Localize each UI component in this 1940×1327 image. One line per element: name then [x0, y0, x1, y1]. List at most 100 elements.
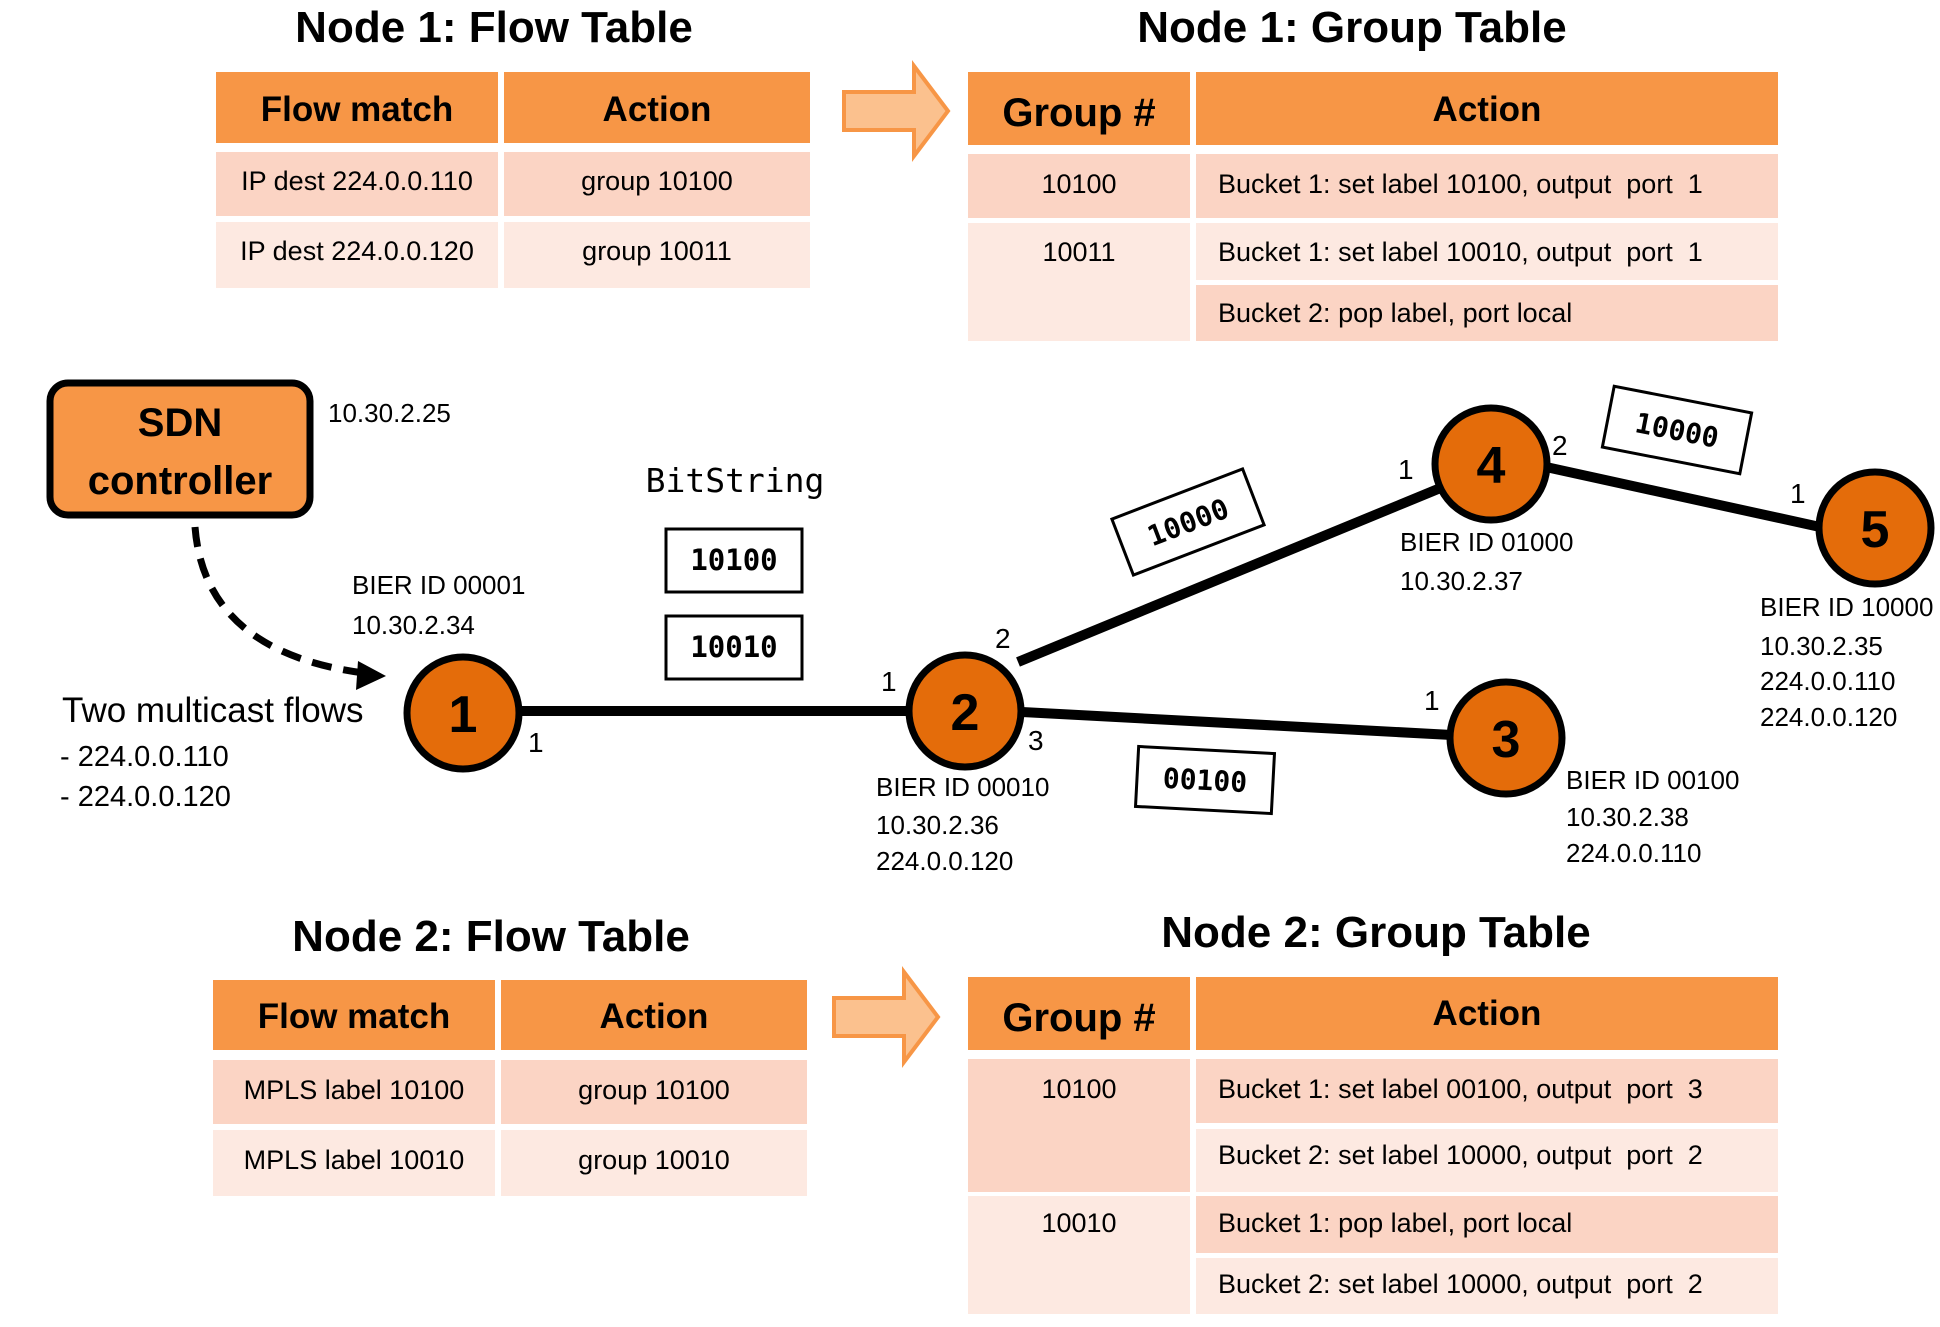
port-node5-1: 1	[1790, 478, 1806, 509]
multicast-flows-title: Two multicast flows	[62, 691, 363, 730]
sdn-controller-line2: controller	[88, 459, 272, 503]
node1-flow-table-title: Node 1: Flow Table	[295, 3, 693, 52]
node1-group-table: Node 1: Group Table Group # Action 10100…	[968, 3, 1778, 341]
node-5-info: BIER ID 10000 10.30.2.35 224.0.0.110 224…	[1760, 592, 1933, 732]
node2-flow-table-title: Node 2: Flow Table	[292, 912, 690, 961]
node-2-bier-id: BIER ID 00010	[876, 772, 1049, 802]
node1-group-header-action-cell	[1196, 72, 1778, 145]
node2-group-header-id-cell	[968, 977, 1190, 1050]
node-4-bier-id: BIER ID 01000	[1400, 527, 1573, 557]
node-1-bier-id: BIER ID 00001	[352, 570, 525, 600]
port-node2-2: 2	[995, 623, 1011, 654]
node2-flow-row2-match: MPLS label 10010	[244, 1145, 465, 1175]
node1-table-link-arrow	[842, 60, 951, 162]
node2-flow-row2-action-cell	[501, 1130, 807, 1196]
node1-flow-header-match-cell	[216, 72, 498, 143]
node2-group-row2-bucket2-cell	[1196, 1258, 1778, 1314]
label-box-node2-node3-frame	[1133, 744, 1277, 816]
node-1-ip: 10.30.2.34	[352, 610, 475, 640]
bitstring-label: BitString	[646, 461, 825, 500]
node1-group-header-action: Action	[1433, 90, 1542, 129]
node-1-info: BIER ID 00001 10.30.2.34	[352, 570, 525, 640]
node-3-bier-id: BIER ID 00100	[1566, 765, 1739, 795]
sdn-controller-line1: SDN	[138, 401, 222, 445]
link-node2-node3	[1021, 707, 1453, 740]
node-5-label: 5	[1861, 501, 1890, 559]
node-3-info: BIER ID 00100 10.30.2.38 224.0.0.110	[1566, 765, 1739, 868]
node1-group-row2-bucket2-cell	[1196, 285, 1778, 341]
node2-flow-table: Node 2: Flow Table Flow match Action MPL…	[213, 912, 807, 1196]
node1-group-row2-bucket1-cell	[1196, 223, 1778, 280]
node2-group-header-action: Action	[1433, 994, 1542, 1033]
node-5-ip: 10.30.2.35	[1760, 631, 1883, 661]
node1-group-10011-bucket1: Bucket 1: set label 10010, output port 1	[1218, 237, 1703, 267]
node1-group-header-id: Group #	[1002, 91, 1155, 135]
sdn-controller-box	[46, 379, 314, 519]
node1-flow-row2-match-cell	[216, 222, 498, 288]
port-node4-1: 1	[1398, 454, 1414, 485]
node1-group-10100-id: 10100	[1041, 169, 1116, 199]
link-node4-node5	[1544, 462, 1822, 532]
node2-flow-row2-match-cell	[213, 1130, 495, 1196]
multicast-flow-2: - 224.0.0.120	[60, 781, 231, 813]
node-4-ip: 10.30.2.37	[1400, 566, 1523, 596]
node2-group-row1-bucket1-cell	[1196, 1059, 1778, 1123]
node2-group-table: Node 2: Group Table Group # Action 10100…	[968, 908, 1778, 1314]
node2-group-header-action-cell	[1196, 977, 1778, 1050]
node1-flow-row2-action-cell	[504, 222, 810, 288]
node2-group-row1-id-cell	[968, 1059, 1190, 1192]
controller-to-node1-arrow	[191, 526, 373, 678]
node-5-group-1: 224.0.0.110	[1760, 666, 1895, 696]
node2-flow-header-action: Action	[600, 997, 709, 1036]
node-3: 3	[1446, 678, 1566, 798]
node-3-group: 224.0.0.110	[1566, 838, 1701, 868]
node2-flow-row1-action: group 10100	[578, 1075, 730, 1105]
node-5-circle	[1815, 468, 1935, 588]
node2-group-10010-id: 10010	[1041, 1208, 1116, 1238]
node-5: 5	[1815, 468, 1935, 588]
node1-flow-header-match: Flow match	[261, 90, 454, 129]
node1-flow-table: Node 1: Flow Table Flow match Action IP …	[216, 3, 810, 288]
node-2-ip: 10.30.2.36	[876, 810, 999, 840]
node-2-group: 224.0.0.120	[876, 846, 1013, 876]
node2-group-row2-id-cell	[968, 1196, 1190, 1314]
node-2-info: BIER ID 00010 10.30.2.36 224.0.0.120	[876, 772, 1049, 876]
bitstring-box-2	[664, 614, 804, 681]
node2-group-10010-bucket2: Bucket 2: set label 10000, output port 2	[1218, 1269, 1703, 1299]
node2-flow-row1-match-cell	[213, 1060, 495, 1124]
node-4-info: BIER ID 01000 10.30.2.37	[1400, 527, 1573, 596]
node1-flow-row1-match: IP dest 224.0.0.110	[241, 166, 473, 196]
node2-flow-header-action-cell	[501, 980, 807, 1050]
link-node2-node4	[1016, 484, 1440, 667]
label-node2-node3: 00100	[1162, 762, 1248, 799]
node1-flow-header-action: Action	[603, 90, 712, 129]
node1-flow-row1-match-cell	[216, 152, 498, 216]
label-box-node4-node5-frame	[1600, 384, 1754, 476]
node-4: 4	[1431, 404, 1551, 524]
multicast-flow-1: - 224.0.0.110	[60, 741, 229, 773]
node2-flow-header-match: Flow match	[258, 997, 451, 1036]
port-node1-1: 1	[528, 727, 544, 758]
node2-group-table-title: Node 2: Group Table	[1161, 908, 1590, 957]
port-node4-2: 2	[1552, 430, 1568, 461]
node2-group-10100-bucket1: Bucket 1: set label 00100, output port 3	[1218, 1074, 1703, 1104]
node1-group-header-id-cell	[968, 72, 1190, 145]
port-node2-1: 1	[881, 666, 897, 697]
node2-flow-header-match-cell	[213, 980, 495, 1050]
node-5-bier-id: BIER ID 10000	[1760, 592, 1933, 622]
node1-group-10100-bucket1: Bucket 1: set label 10100, output port 1	[1218, 169, 1703, 199]
node-2-label: 2	[951, 684, 980, 742]
node1-group-10011-bucket2: Bucket 2: pop label, port local	[1218, 298, 1572, 328]
node-3-ip: 10.30.2.38	[1566, 802, 1689, 832]
port-node2-3: 3	[1028, 725, 1044, 756]
node-4-label: 4	[1477, 437, 1506, 495]
node1-flow-header-action-cell	[504, 72, 810, 143]
label-box-node2-node4-frame	[1109, 466, 1267, 578]
node1-group-table-title: Node 1: Group Table	[1137, 3, 1566, 52]
node2-flow-row2-action: group 10010	[578, 1145, 730, 1175]
node1-group-row1-id-cell	[968, 154, 1190, 218]
node2-group-10100-bucket2: Bucket 2: set label 10000, output port 2	[1218, 1140, 1703, 1170]
node1-flow-row2-action: group 10011	[582, 236, 732, 266]
node-1: 1	[403, 653, 523, 773]
